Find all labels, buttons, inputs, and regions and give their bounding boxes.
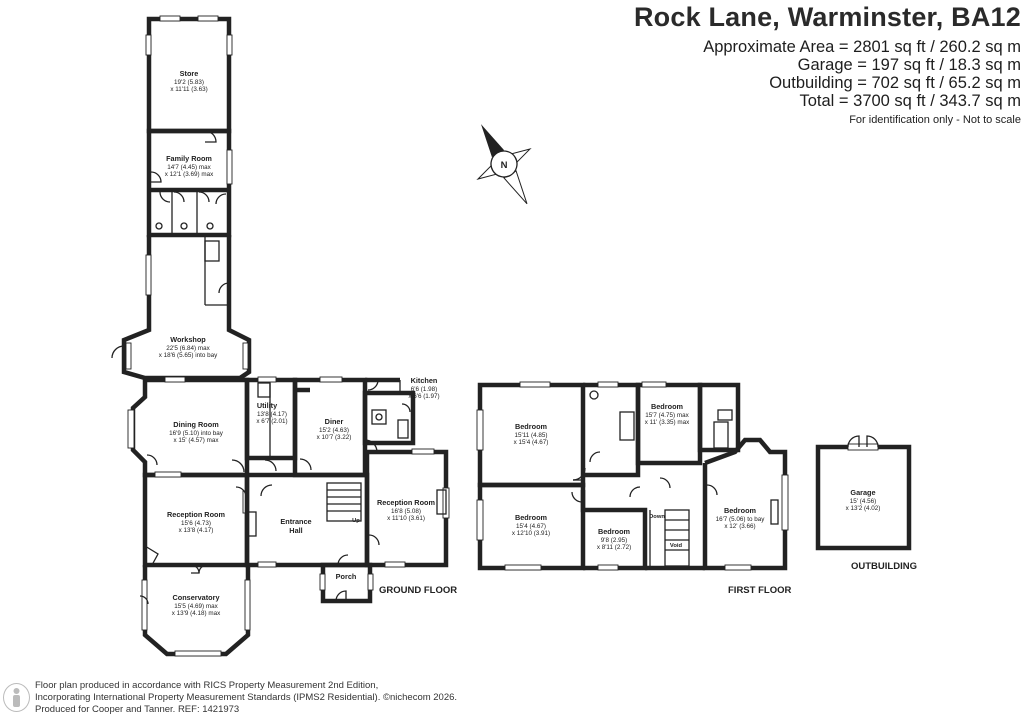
footer-line-1: Floor plan produced in accordance with R… (35, 680, 379, 691)
diner-dim-1: 15'2 (4.63) (319, 427, 349, 434)
dining-room-dim-2: x 15' (4.57) max (174, 437, 220, 444)
dining-room-name: Dining Room (173, 420, 219, 429)
garage-dim-2: x 13'2 (4.02) (846, 505, 881, 512)
kitchen-dim-2: x 6'6 (1.97) (408, 393, 439, 400)
dining-room-dim-1: 16'9 (5.10) into bay (169, 430, 224, 437)
bedroom-1-dim-1: 15'11 (4.85) (515, 432, 548, 439)
reception-room-2-dim-2: x 11'10 (3.61) (387, 515, 425, 522)
bedroom-3-dim-1: 15'4 (4.67) (516, 523, 546, 530)
conservatory-dim-2: x 13'9 (4.18) max (172, 610, 221, 617)
bedroom-4-dim-2: x 8'11 (2.72) (597, 544, 631, 551)
stairs-down-label: Down (649, 514, 665, 520)
utility-name: Utility (257, 401, 278, 410)
rics-logo-icon (3, 683, 30, 712)
bedroom-2-dim-1: 15'7 (4.75) max (645, 412, 689, 419)
bedroom-5-name: Bedroom (724, 506, 757, 515)
garage-area: Garage = 197 sq ft / 18.3 sq m (797, 56, 1021, 74)
store-dim-1: 19'2 (5.83) (174, 79, 204, 86)
reception-room-1-dim-2: x 13'8 (4.17) (179, 527, 214, 534)
family-room-dim-1: 14'7 (4.45) max (167, 164, 211, 171)
utility-dim-1: 13'8 (4.17) (257, 411, 287, 418)
entrance-hall-name-2: Hall (289, 526, 302, 535)
identification-note: For identification only - Not to scale (849, 114, 1021, 126)
workshop-dim-1: 22'5 (6.84) max (166, 345, 210, 352)
store-name: Store (180, 69, 199, 78)
bedroom-2-name: Bedroom (651, 402, 684, 411)
diner-dim-2: x 10'7 (3.22) (317, 434, 352, 441)
conservatory-dim-1: 15'5 (4.69) max (174, 603, 218, 610)
ground-floor-label: GROUND FLOOR (379, 585, 457, 596)
bedroom-1-name: Bedroom (515, 422, 548, 431)
garage-dim-1: 15' (4.56) (850, 498, 876, 505)
north-compass-icon (476, 124, 532, 205)
bedroom-5-dim-2: x 12' (3.66) (724, 523, 755, 530)
void-label: Void (670, 543, 683, 549)
footer-line-2: Incorporating International Property Mea… (35, 692, 458, 703)
bedroom-3-dim-2: x 12'10 (3.91) (512, 530, 550, 537)
outbuilding-area: Outbuilding = 702 sq ft / 65.2 sq m (769, 74, 1021, 92)
family-room-dim-2: x 12'1 (3.69) max (165, 171, 214, 178)
garage-name: Garage (850, 488, 875, 497)
bedroom-1-dim-2: x 15'4 (4.67) (514, 439, 549, 446)
first-floor-plan (476, 381, 789, 571)
porch-name: Porch (336, 572, 357, 581)
reception-room-1-name: Reception Room (167, 510, 225, 519)
utility-dim-2: x 6'7 (2.01) (256, 418, 287, 425)
workshop-dim-2: x 18'6 (5.65) into bay (159, 352, 218, 359)
diner-name: Diner (325, 417, 344, 426)
approximate-area: Approximate Area = 2801 sq ft / 260.2 sq… (703, 38, 1021, 56)
bedroom-4-name: Bedroom (598, 527, 631, 536)
reception-room-2-name: Reception Room (377, 498, 435, 507)
reception-room-2-dim-1: 16'8 (5.08) (391, 508, 421, 515)
property-title: Rock Lane, Warminster, BA12 (633, 2, 1021, 32)
first-floor-label: FIRST FLOOR (728, 585, 791, 596)
total-area: Total = 3700 sq ft / 343.7 sq m (799, 92, 1021, 110)
entrance-hall-name-1: Entrance (280, 517, 311, 526)
compass-letter: N (501, 160, 508, 171)
ground-floor-plan (127, 376, 450, 657)
bedroom-2-dim-2: x 11' (3.35) max (645, 419, 690, 426)
store-dim-2: x 11'11 (3.63) (170, 86, 207, 93)
conservatory-name: Conservatory (172, 593, 220, 602)
garage-plan (815, 435, 912, 551)
bedroom-4-dim-1: 9'8 (2.95) (601, 537, 627, 544)
family-room-name: Family Room (166, 154, 212, 163)
kitchen-dim-1: 6'6 (1.98) (411, 386, 437, 393)
bedroom-5-dim-1: 16'7 (5.06) to bay (716, 516, 766, 523)
workshop-name: Workshop (170, 335, 206, 344)
outbuilding-label: OUTBUILDING (851, 561, 917, 572)
reception-room-1-dim-1: 15'6 (4.73) (181, 520, 211, 527)
stairs-up-label: Up (352, 518, 360, 524)
kitchen-name: Kitchen (411, 376, 438, 385)
footer-line-3: Produced for Cooper and Tanner. REF: 142… (35, 704, 240, 715)
bedroom-3-name: Bedroom (515, 513, 548, 522)
